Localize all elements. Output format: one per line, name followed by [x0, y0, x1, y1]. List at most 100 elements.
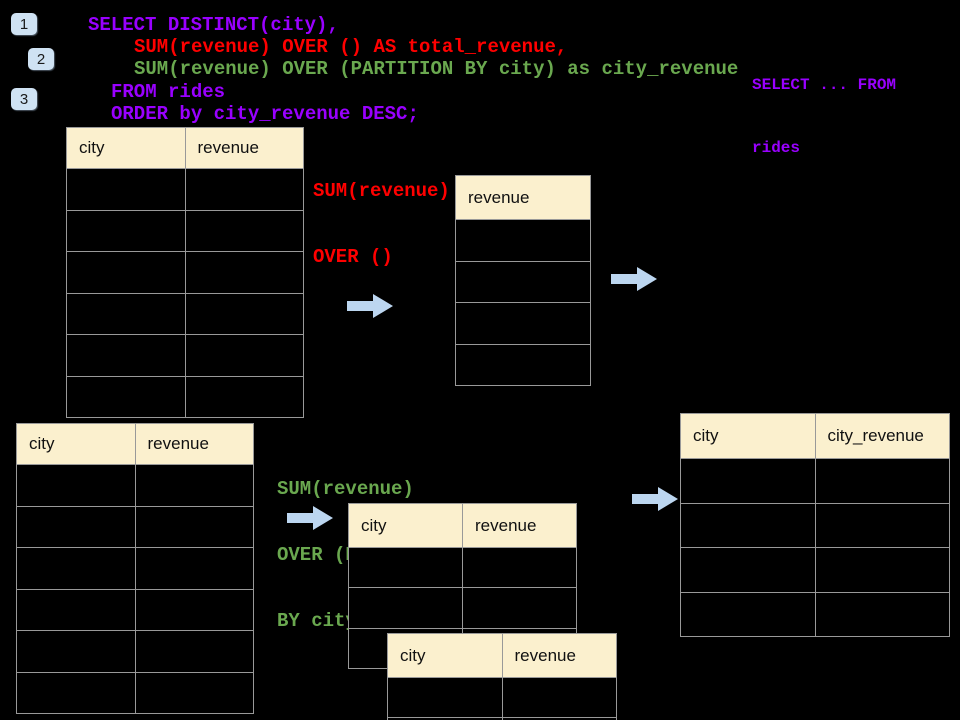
empty-cell: [134, 631, 254, 672]
empty-cell: [388, 678, 502, 717]
empty-cell: [456, 220, 590, 261]
empty-cell: [814, 503, 950, 547]
column-header-city_revenue: city_revenue: [814, 414, 950, 458]
empty-cell: [814, 592, 950, 636]
empty-cell: [462, 548, 576, 588]
table-row: [456, 260, 590, 303]
empty-cell: [134, 589, 254, 630]
empty-cell: [67, 377, 185, 418]
step-badge-1: 1: [11, 13, 37, 35]
column-header-revenue: revenue: [468, 187, 530, 207]
step-badge-3: 3: [11, 88, 37, 110]
column-header-city: city: [29, 434, 55, 453]
column-header-city: city: [693, 426, 719, 445]
total-revenue-annotation-line-2: OVER (): [313, 246, 393, 268]
empty-cell: [462, 588, 576, 628]
empty-cell: [67, 335, 185, 376]
sql-code-line-from: FROM rides: [111, 81, 226, 103]
table-row: [349, 547, 576, 588]
column-header-city: city: [400, 645, 426, 665]
empty-cell: [456, 303, 590, 344]
empty-cell: [67, 169, 185, 210]
empty-cell: [67, 252, 185, 293]
table-row: [456, 343, 590, 386]
step-badge-2: 2: [28, 48, 54, 70]
empty-cell: [814, 548, 950, 592]
empty-cell: [501, 678, 617, 717]
empty-cell: [681, 459, 815, 503]
table-row: [388, 716, 617, 720]
empty-cell: [67, 294, 185, 335]
sql-code-line-order-by: ORDER by city_revenue DESC;: [111, 103, 419, 125]
table-row: [456, 219, 590, 261]
empty-cell: [184, 169, 304, 210]
empty-cell: [456, 345, 590, 386]
table-row: [456, 302, 590, 344]
empty-cell: [17, 631, 135, 672]
empty-cell: [17, 548, 135, 589]
table-header-row: city revenue: [67, 128, 303, 168]
table-row: [681, 547, 949, 592]
column-header-city: city: [361, 515, 387, 535]
empty-cell: [184, 376, 304, 417]
empty-cell: [349, 548, 462, 587]
table-row: [681, 502, 950, 548]
table-header-row: city revenue: [388, 634, 616, 677]
empty-cell: [184, 252, 304, 293]
empty-cell: [349, 588, 462, 627]
city-revenue-annotation-line-1: SUM(revenue): [277, 478, 414, 500]
table-rides-top: city revenue: [66, 127, 304, 418]
flow-arrow-right-icon-3: [287, 506, 333, 530]
empty-cell: [184, 210, 304, 251]
empty-cell: [814, 459, 950, 503]
total-revenue-annotation: SUM(revenue) OVER (): [313, 136, 450, 312]
table-row: [67, 168, 303, 210]
column-header-revenue: revenue: [184, 128, 304, 168]
table-row: [349, 587, 576, 628]
table-header-row: city revenue: [349, 504, 576, 547]
flow-arrow-right-icon-4: [632, 487, 678, 511]
table-row: [67, 375, 304, 418]
empty-cell: [681, 548, 815, 592]
table-row: [17, 588, 254, 631]
empty-cell: [501, 717, 617, 720]
column-header-revenue: revenue: [462, 504, 576, 547]
column-header-city: city: [79, 138, 105, 157]
table-row: [67, 334, 303, 376]
table-row: [17, 547, 253, 589]
empty-cell: [17, 507, 135, 548]
total-revenue-annotation-line-1: SUM(revenue): [313, 180, 450, 202]
empty-cell: [134, 548, 254, 589]
sql-code-line-select: SELECT DISTINCT(city),: [88, 14, 339, 36]
empty-cell: [456, 262, 590, 303]
table-row: [681, 591, 950, 637]
empty-cell: [17, 465, 135, 506]
sql-context-note-line-2: rides: [752, 139, 801, 157]
empty-cell: [184, 335, 304, 376]
empty-cell: [67, 211, 185, 252]
table-row: [681, 458, 949, 503]
table-row: [17, 671, 253, 714]
flow-arrow-right-icon-1: [347, 294, 393, 318]
empty-cell: [17, 673, 135, 714]
empty-cell: [17, 590, 135, 631]
column-header-revenue: revenue: [501, 634, 617, 677]
flow-arrow-right-icon-2: [611, 267, 657, 291]
table-row: [388, 677, 616, 717]
column-header-revenue: revenue: [134, 424, 254, 464]
empty-cell: [681, 593, 815, 637]
empty-cell: [134, 506, 254, 547]
table-row: [67, 209, 304, 252]
empty-cell: [681, 504, 815, 548]
table-header-row: city city_revenue: [681, 414, 949, 458]
table-row: [17, 464, 253, 506]
sql-context-note-line-1: SELECT ... FROM: [752, 76, 897, 94]
table-city-revenue-result: city city_revenue: [680, 413, 950, 637]
table-partition-step-overlay: city revenue: [387, 633, 617, 720]
table-row: [67, 292, 303, 335]
empty-cell: [134, 465, 254, 506]
table-row: [17, 505, 254, 548]
table-row: [67, 251, 303, 293]
table-header-row: revenue: [456, 176, 590, 219]
